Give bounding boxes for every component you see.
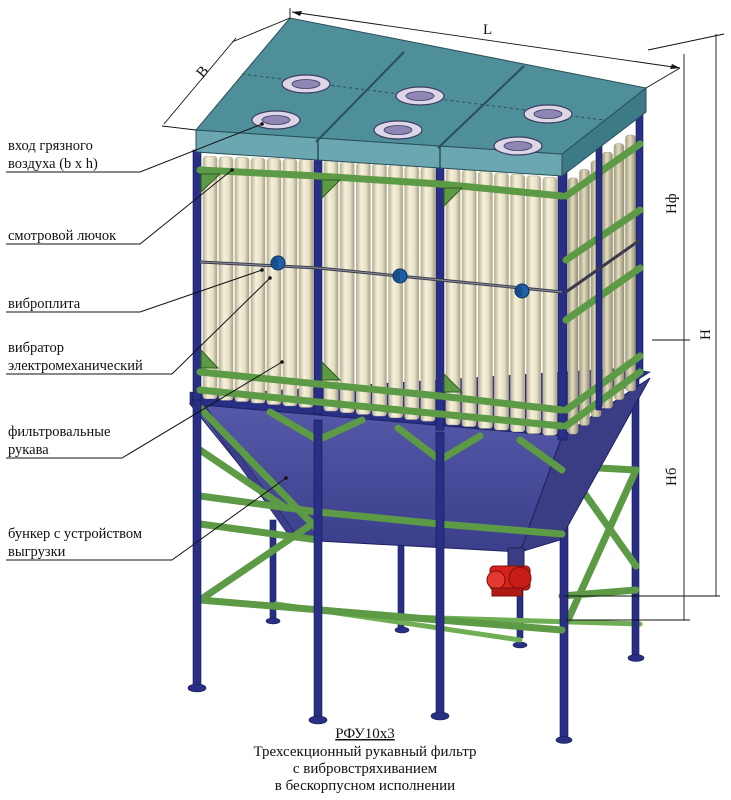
filter-sleeve [250,157,266,404]
filter-sleeve [202,156,218,399]
dimension-lines [161,8,725,621]
dim-bunker-height: Нб [664,467,680,486]
label-bunker-2: выгрузки [8,544,66,560]
dim-total-height: H [698,329,714,340]
filter-sleeve [420,167,436,422]
filter-sleeve [282,158,298,407]
filter-sleeve [266,158,282,405]
caption-model: РФУ10х3 [335,726,394,742]
caption-line-2: с вибровстряхиванием [293,761,438,777]
filter-sleeve [339,161,355,413]
filter-sleeve [542,177,558,436]
callouts [6,122,288,561]
label-bunker-1: бункер с устройством [8,526,142,542]
oval-hatch-icon [251,74,573,156]
filter-sleeve [372,163,387,417]
vibrator-motor-icon [270,255,530,299]
filter-sleeve [461,169,477,427]
filter-sleeve [494,172,509,431]
filter-sleeve-side [567,177,579,435]
dim-filter-height: Нф [664,193,680,214]
filter-sleeve [510,174,526,432]
filter-sleeve [477,171,493,429]
rotary-valve-icon [486,547,532,597]
label-hatch: смотровой лючок [8,228,117,244]
filter-sleeve [234,157,250,402]
filter-sleeve-side [613,143,625,400]
label-sleeves-1: фильтровальные [8,424,110,440]
label-vibroplate: виброплита [8,296,81,312]
label-inlet-1: вход грязного [8,138,93,154]
label-vibrator-1: вибратор [8,340,64,356]
caption-line-3: в бескорпусном исполнении [275,778,455,794]
filter-sleeve [218,156,234,401]
label-vibrator-2: электромеханический [8,358,143,374]
filter-sleeve-side [602,151,613,409]
filter-sleeve [298,159,314,408]
filter-sleeve [388,164,404,419]
dim-length: L [483,22,492,38]
filter-sleeves [202,134,636,436]
label-inlet-2: воздуха (b x h) [8,156,98,172]
filter-sleeve-side [579,169,590,426]
filter-frame [192,89,644,441]
label-sleeves-2: рукава [8,442,49,458]
filter-sleeve [404,166,420,420]
filter-sleeve [355,162,371,415]
caption-line-1: Трехсекционный рукавный фильтр [253,744,476,760]
filter-sleeve-side [625,134,636,392]
dim-width: B [194,63,213,81]
filter-sleeve [526,175,542,434]
